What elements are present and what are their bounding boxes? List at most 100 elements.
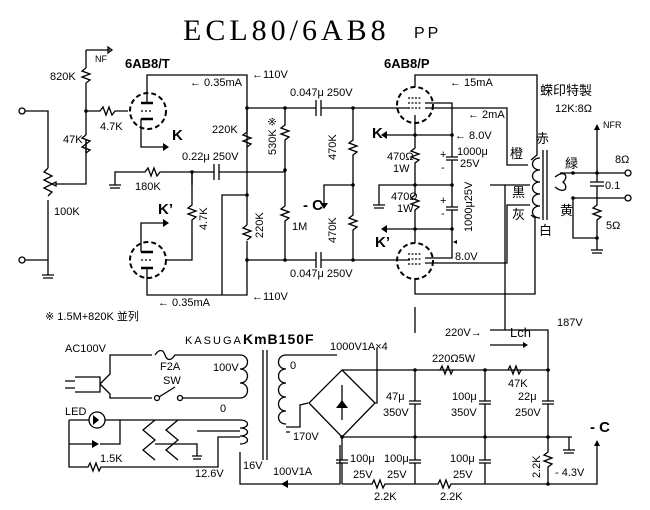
resistor-4k7-lower <box>165 172 198 261</box>
capacitor-0047-bot <box>315 252 322 268</box>
input-terminal-hot[interactable] <box>18 107 26 115</box>
label-220v: 220V→ <box>445 327 482 339</box>
power-stage: 6AB8/P ← 15mA ← 2mA K ← 8.0V 470Ω 1W + -… <box>372 56 538 295</box>
phase-splitter-network: 0.047μ 250V 220K 220K 0.047μ 250V 530K ※… <box>212 87 410 295</box>
triode-envelope-lower <box>129 241 167 279</box>
plus-sign: + <box>440 195 446 207</box>
resistor-220k-top <box>241 131 253 148</box>
resistor-1m <box>279 205 291 260</box>
label-22u: 22μ <box>518 391 537 403</box>
capacitor-022 <box>213 164 220 180</box>
capacitor-47u <box>409 370 421 437</box>
label-current-035-top: ← 0.35mA <box>190 77 243 89</box>
nfr-arrow-icon <box>594 124 600 130</box>
label-ac100v: AC100V <box>65 343 107 355</box>
volume-pot-100k <box>42 167 54 197</box>
label-5ohm: 5Ω <box>606 220 620 232</box>
label-47k-ps: 47K <box>508 378 528 390</box>
label-2k2-vert: 2.2K <box>531 455 543 478</box>
label-wire-red: 赤 <box>536 132 549 147</box>
label-100k: 100K <box>54 206 80 218</box>
label-lch: Lch <box>510 325 531 340</box>
resistor-470k-top <box>347 108 359 185</box>
label-25v-d: 25V <box>453 469 473 481</box>
label-negative-c-supply: - C <box>590 419 610 436</box>
minus-sign: - <box>441 162 445 174</box>
label-15ma: ← 15mA <box>450 77 493 89</box>
capacitor-1000u-bot <box>446 185 458 229</box>
driver-tube-bottom: 180K 0.22μ 250V 4.7K K’ ← 0.35mA ←110V ※… <box>45 151 289 323</box>
label-8v-top: ← 8.0V <box>455 130 492 142</box>
label-k-driver: K <box>172 127 183 144</box>
label-led: LED <box>65 406 86 418</box>
label-heater-0: 0 <box>220 403 226 415</box>
label-wire-white: 白 <box>539 223 552 239</box>
label-187v: 187V <box>557 317 583 329</box>
ground-icon <box>42 274 54 279</box>
speaker-terminal-8ohm[interactable] <box>624 169 632 177</box>
resistor-470k-bot <box>347 185 359 260</box>
label-c047-top: 0.047μ 250V <box>290 87 353 99</box>
pt-secondary-winding <box>277 354 290 433</box>
label-12-6v: 12.6V <box>195 468 224 480</box>
speaker-terminal-ground[interactable] <box>624 194 632 202</box>
label-16v: 16V <box>243 460 263 472</box>
label-k-prime-power: K’ <box>375 234 390 251</box>
resistor-4k7-grid <box>86 105 128 117</box>
label-note: ※ 1.5M+820K 並列 <box>45 309 139 323</box>
label-ot-name: 蝾印特製 <box>540 84 592 99</box>
label-470-top: 470Ω <box>387 151 414 163</box>
label-nf: NF <box>95 54 107 64</box>
label-470-bot: 470Ω <box>391 191 418 203</box>
tube-label-power: 6AB8/P <box>384 56 430 71</box>
label-100u-c: 100μ <box>384 453 409 465</box>
label-1w-bot: 1W <box>397 203 414 215</box>
label-current-035-bot: ← 0.35mA <box>158 297 211 309</box>
label-ot-ratio: 12K:8Ω <box>555 103 592 115</box>
label-wire-gray: 灰 <box>512 208 525 223</box>
label-wire-orange: 橙 <box>510 147 523 162</box>
ground-icon <box>109 184 121 189</box>
label-k-power: K <box>372 125 383 142</box>
label-wire-black: 黒 <box>512 186 525 201</box>
resistor-470-bot <box>409 185 421 229</box>
label-1000u-top: 1000μ <box>457 146 488 158</box>
label-220k-top: 220K <box>212 124 238 136</box>
label-820k: 820K <box>50 71 76 83</box>
label-c01: 0.1 <box>605 180 620 192</box>
label-470k-top: 470K <box>327 134 339 160</box>
label-1000u-bot: 1000μ25V <box>463 181 475 232</box>
label-100u-b: 100μ <box>350 453 375 465</box>
label-100v: 100V <box>213 362 239 374</box>
pentode-envelope-bottom <box>396 242 434 280</box>
capacitor-22u <box>542 370 554 437</box>
label-220ohm-5w: 220Ω5W <box>432 353 476 365</box>
label-fuse: F2A <box>160 361 181 373</box>
label-2k2-b: 2.2K <box>440 491 463 503</box>
label-100u-350v: 350V <box>451 407 477 419</box>
capacitor-1000u-top <box>446 135 458 185</box>
input-terminal-ground[interactable] <box>18 256 26 264</box>
label-530k: 530K ※ <box>267 117 279 155</box>
power-switch[interactable] <box>153 394 161 402</box>
driver-tube-top: 6AB8/T K ← 0.35mA ←110V <box>125 56 289 151</box>
label-100u-a: 100μ <box>452 391 477 403</box>
label-180k: 180K <box>135 181 161 193</box>
label-minus-c: - C <box>303 197 323 214</box>
input-section: 100K NF 820K 47K 4.7K <box>18 45 128 279</box>
label-110v-bot: ←110V <box>252 291 289 303</box>
label-110v-top: ←110V <box>252 69 289 81</box>
label-wire-green: 緑 <box>565 157 578 172</box>
capacitor-100u-350v <box>479 370 491 437</box>
label-nfr: NFR <box>603 120 622 130</box>
pt-primary-winding <box>239 354 249 399</box>
output-transformer: 蝾印特製 12K:8Ω 赤 橙 黒 灰 白 緑 黄 8Ω NFR 0.1 5Ω <box>490 84 632 330</box>
label-47u: 47μ <box>386 391 405 403</box>
ac-plug-icon[interactable] <box>65 376 101 393</box>
label-8ohm: 8Ω <box>615 154 629 166</box>
tube-label-driver: 6AB8/T <box>125 56 170 71</box>
label-4k7: 4.7K <box>100 121 123 133</box>
ot-secondary-winding <box>554 173 567 191</box>
label-2ma: ← 2mA <box>468 109 505 121</box>
